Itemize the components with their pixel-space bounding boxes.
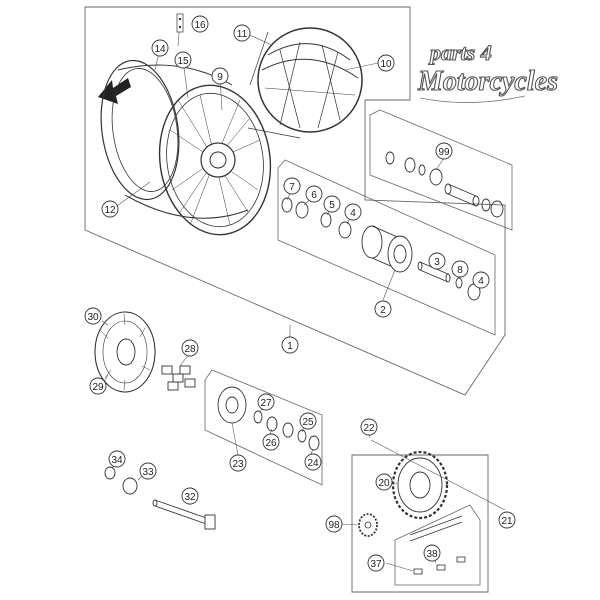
spoke-detail-zoom (247, 27, 363, 139)
callout-20: 20 (375, 473, 393, 491)
svg-text:2: 2 (380, 305, 386, 316)
callout-4b: 4 (472, 271, 490, 289)
svg-text:Motorcycles: Motorcycles (417, 66, 558, 97)
screw-marker-icon (176, 13, 184, 33)
svg-text:7: 7 (289, 182, 295, 193)
svg-text:99: 99 (438, 147, 450, 158)
svg-text:98: 98 (328, 520, 340, 531)
callout-6: 6 (305, 185, 323, 203)
callout-33: 33 (139, 462, 157, 480)
callout-15: 15 (174, 51, 192, 69)
callout-34: 34 (108, 450, 126, 468)
svg-text:28: 28 (184, 344, 196, 355)
svg-text:6: 6 (311, 190, 317, 201)
callout-8: 8 (451, 260, 469, 278)
svg-text:26: 26 (265, 438, 277, 449)
callout-21: 21 (498, 511, 516, 529)
sprocket-chain-frame (351, 454, 489, 593)
svg-text:11: 11 (237, 29, 248, 40)
svg-text:12: 12 (104, 205, 116, 216)
svg-text:4: 4 (478, 276, 484, 287)
brake-disc (94, 311, 156, 393)
hub-kit-parts (281, 197, 481, 301)
callout-28: 28 (181, 339, 199, 357)
svg-text:25: 25 (302, 417, 314, 428)
svg-text:1: 1 (287, 341, 293, 352)
svg-text:16: 16 (194, 20, 206, 31)
bearing-kit-parts (385, 151, 504, 218)
chain-frame (394, 504, 481, 586)
hub-kit-frame (277, 159, 496, 336)
sprocket-carrier-frame (204, 369, 323, 486)
front-sprocket (358, 513, 378, 537)
callout-38: 38 (423, 544, 441, 562)
callout-30: 30 (84, 307, 102, 325)
svg-text:3: 3 (434, 257, 440, 268)
bearing-kit-frame (369, 109, 513, 231)
callout-98: 98 (325, 515, 343, 533)
svg-text:parts 4: parts 4 (428, 40, 492, 65)
rubber-dampers (161, 365, 196, 391)
svg-text:30: 30 (87, 312, 99, 323)
wheel-assembly-frame (84, 6, 506, 396)
svg-text:29: 29 (92, 382, 104, 393)
callout-7: 7 (283, 177, 301, 195)
svg-text:24: 24 (307, 458, 319, 469)
svg-text:14: 14 (154, 44, 166, 55)
rotation-direction-arrow-icon (98, 78, 131, 104)
chain (409, 515, 466, 575)
parts4motorcycles-logo: parts 4 Motorcycles (416, 39, 559, 103)
callout-25: 25 (299, 412, 317, 430)
callout-29: 29 (89, 377, 107, 395)
callout-5: 5 (323, 195, 341, 213)
callout-24: 24 (304, 453, 322, 471)
callout-9: 9 (211, 67, 229, 85)
svg-text:23: 23 (232, 459, 244, 470)
svg-text:32: 32 (184, 492, 196, 503)
rear-sprocket (391, 450, 449, 520)
callout-4a: 4 (344, 203, 362, 221)
callout-22: 22 (360, 418, 378, 436)
svg-text:5: 5 (329, 200, 335, 211)
callout-23: 23 (229, 454, 247, 472)
callout-26: 26 (262, 433, 280, 451)
svg-text:9: 9 (217, 72, 223, 83)
callout-10: 10 (377, 54, 395, 72)
callout-16: 16 (191, 15, 209, 33)
callout-3-unlabeled: 3 (428, 252, 446, 270)
svg-text:38: 38 (426, 549, 438, 560)
callouts: 16 14 15 11 9 10 12 99 7 6 5 4 3 8 4 2 1… (84, 15, 516, 572)
svg-text:8: 8 (457, 265, 463, 276)
callout-11: 11 (233, 24, 251, 42)
svg-text:21: 21 (501, 516, 513, 527)
svg-text:33: 33 (142, 467, 154, 478)
callout-12: 12 (101, 200, 119, 218)
svg-text:34: 34 (111, 455, 123, 466)
svg-text:4: 4 (350, 208, 356, 219)
callout-32: 32 (181, 487, 199, 505)
svg-text:15: 15 (177, 56, 189, 67)
callout-27: 27 (257, 393, 275, 411)
svg-text:37: 37 (370, 559, 382, 570)
callout-2: 2 (374, 300, 392, 318)
axle-nut-spacer (104, 466, 138, 495)
axle (152, 499, 216, 530)
callout-1: 1 (281, 336, 299, 354)
svg-text:22: 22 (363, 423, 375, 434)
callout-37: 37 (367, 554, 385, 572)
svg-text:20: 20 (378, 478, 390, 489)
callout-14: 14 (151, 39, 169, 57)
svg-text:10: 10 (380, 59, 392, 70)
callout-99: 99 (435, 142, 453, 160)
svg-text:27: 27 (260, 398, 272, 409)
